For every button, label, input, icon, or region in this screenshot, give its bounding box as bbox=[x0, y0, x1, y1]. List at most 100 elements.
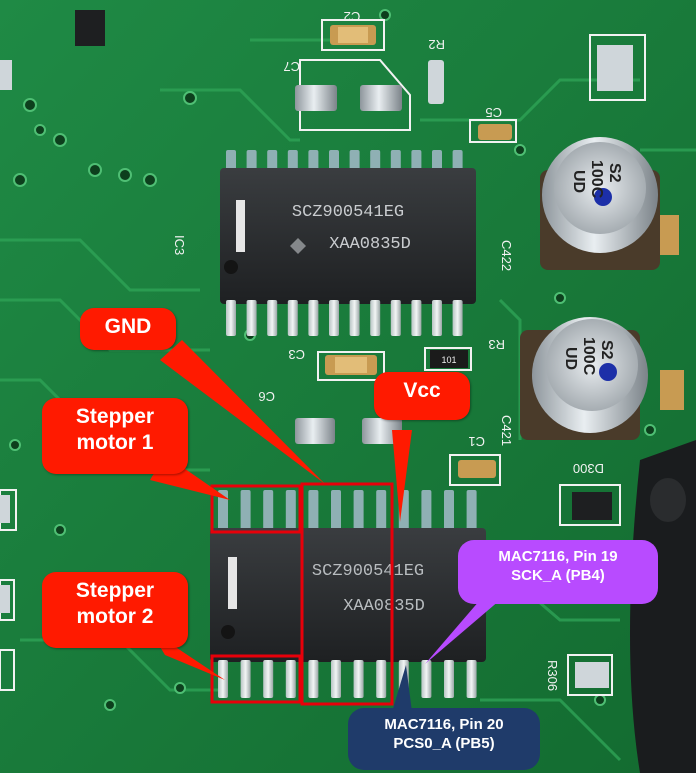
label-r3: R3 bbox=[488, 337, 505, 352]
ic-pin bbox=[329, 150, 339, 172]
ic3-lot-code: XAA0835D bbox=[329, 235, 411, 254]
ic-pin bbox=[287, 150, 298, 172]
ic-pin bbox=[444, 490, 454, 530]
stepper-motor-2-callout: Stepper motor 2 bbox=[42, 572, 188, 648]
ic-pin bbox=[370, 150, 381, 172]
electrolytic-capacitor-bottom: S2 100C UD bbox=[520, 317, 648, 440]
ic-pin bbox=[226, 300, 236, 336]
ic-pin bbox=[466, 660, 477, 698]
label-c422: C422 bbox=[499, 240, 514, 271]
ic-pin bbox=[411, 150, 422, 172]
ic-pin bbox=[308, 300, 319, 336]
ic-pin bbox=[308, 150, 319, 172]
ic-pin bbox=[263, 660, 274, 698]
ic-pin bbox=[353, 660, 364, 698]
elcap-bottom-series: UD bbox=[562, 347, 579, 370]
ic-pin bbox=[353, 490, 364, 530]
label-r2: R2 bbox=[428, 37, 445, 52]
electrolytic-capacitor-top: S2 100C UD bbox=[540, 137, 660, 270]
pin19-line2: SCK_A (PB4) bbox=[511, 566, 605, 584]
label-c6: C6 bbox=[258, 389, 275, 404]
ic-pin bbox=[267, 150, 278, 172]
stepper1-line2: motor 1 bbox=[76, 431, 154, 455]
ic-pin bbox=[432, 300, 442, 336]
gnd-callout: GND bbox=[80, 308, 176, 350]
elcap-top-series: UD bbox=[570, 170, 587, 193]
elcap-bottom-code: S2 bbox=[598, 340, 615, 360]
ic-pin bbox=[376, 660, 387, 698]
ic-pin bbox=[349, 300, 360, 336]
mac7116-pin19-callout: MAC7116, Pin 19 SCK_A (PB4) bbox=[458, 540, 658, 604]
ic-pin bbox=[390, 300, 401, 336]
lower-ic-part-number: SCZ900541EG bbox=[312, 562, 424, 581]
ic-pin bbox=[421, 660, 432, 698]
ic-pin bbox=[376, 490, 387, 530]
ic-pin bbox=[218, 490, 228, 530]
ic-pin bbox=[246, 150, 257, 172]
silkscreen-outlines bbox=[0, 19, 646, 696]
stepper1-line1: Stepper bbox=[75, 405, 155, 428]
ic-pin bbox=[411, 300, 422, 336]
ic-pin bbox=[444, 660, 454, 698]
label-c421: C421 bbox=[499, 415, 514, 446]
vcc-pointer bbox=[392, 430, 412, 522]
pin19-line1: MAC7116, Pin 19 bbox=[498, 548, 618, 565]
elcap-top-code: S2 bbox=[606, 163, 623, 183]
gnd-callout-text: GND bbox=[104, 315, 152, 338]
pin20-line2: PCS0_A (PB5) bbox=[393, 734, 495, 752]
ic-pin bbox=[390, 150, 401, 172]
vcc-callout-text: Vcc bbox=[403, 379, 441, 402]
ic-pin bbox=[240, 660, 251, 698]
ic-pin bbox=[370, 300, 381, 336]
ic-pin bbox=[287, 300, 298, 336]
ic3-chip: SCZ900541EG XAA0835D bbox=[220, 150, 476, 336]
highlight-stepper1-pins bbox=[210, 484, 302, 534]
silkscreen-labels: C2 C7 R2 C5 C3 R3 C6 C1 C422 C421 D300 R… bbox=[172, 9, 604, 691]
label-c2: C2 bbox=[344, 9, 361, 24]
stepper-motor-1-callout: Stepper motor 1 bbox=[42, 398, 188, 474]
stepper2-line2: motor 2 bbox=[76, 605, 154, 629]
highlight-gnd-pins bbox=[300, 482, 394, 706]
ic-pin bbox=[329, 300, 339, 336]
ic-pin bbox=[421, 490, 432, 530]
elcap-top-value: 100C bbox=[588, 160, 605, 199]
res-marking-101: 101 bbox=[441, 355, 456, 365]
label-r306: R306 bbox=[545, 660, 560, 691]
ic3-part-number: SCZ900541EG bbox=[292, 203, 404, 222]
pin19-pointer bbox=[425, 600, 500, 664]
ic-pin bbox=[226, 150, 236, 172]
pin20-line1: MAC7116, Pin 20 bbox=[384, 716, 504, 733]
vcc-callout: Vcc bbox=[374, 372, 470, 420]
gnd-pointer bbox=[160, 340, 325, 484]
lower-ic-lot-code: XAA0835D bbox=[343, 597, 425, 616]
ic-pin bbox=[452, 300, 463, 336]
label-c3: C3 bbox=[288, 347, 305, 362]
ic-pin bbox=[432, 150, 442, 172]
elcap-bottom-value: 100C bbox=[580, 337, 597, 376]
ic-pin bbox=[308, 660, 319, 698]
ic-pin bbox=[349, 150, 360, 172]
ic-pin bbox=[267, 300, 278, 336]
ic-pin bbox=[331, 490, 341, 530]
pin20-pointer bbox=[392, 665, 412, 712]
ic-pin bbox=[263, 490, 274, 530]
lower-ic-chip: SCZ900541EG XAA0835D bbox=[210, 490, 486, 698]
mac7116-pin20-callout: MAC7116, Pin 20 PCS0_A (PB5) bbox=[348, 708, 540, 770]
ic-pin bbox=[285, 660, 296, 698]
inductor bbox=[630, 440, 696, 773]
label-d300: D300 bbox=[573, 461, 604, 476]
ic-pin bbox=[285, 490, 296, 530]
highlight-stepper2-pins bbox=[210, 654, 302, 704]
ic-pin bbox=[452, 150, 463, 172]
stepper2-line1: Stepper bbox=[75, 579, 155, 602]
label-c5: C5 bbox=[485, 105, 502, 120]
smd-components: 101 bbox=[0, 10, 684, 688]
pin-highlights bbox=[210, 482, 394, 706]
ic-pin bbox=[240, 490, 251, 530]
ic-pin bbox=[331, 660, 341, 698]
label-c1: C1 bbox=[468, 434, 485, 449]
label-c7: C7 bbox=[283, 59, 300, 74]
ic-pin bbox=[246, 300, 257, 336]
